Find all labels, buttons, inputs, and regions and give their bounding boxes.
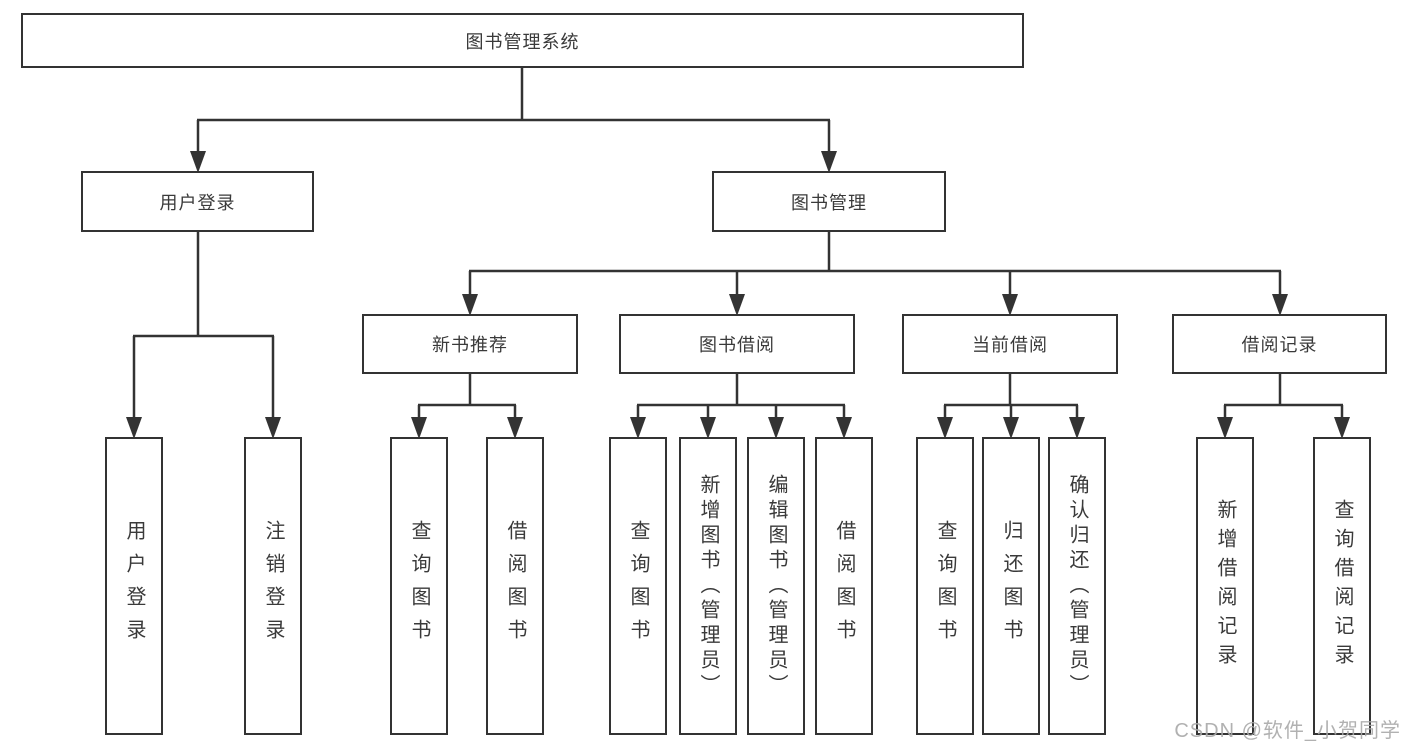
node-book-management-label: 图书管理	[791, 192, 867, 213]
leaf-recommend-borrow-books-label: 借阅图书	[504, 520, 526, 652]
leaf-borrow-query-books: 查询图书	[609, 437, 667, 735]
leaf-confirm-return-admin: 确认归还（管理员）	[1048, 437, 1106, 735]
node-user-login: 用户登录	[81, 171, 314, 232]
node-borrow-records: 借阅记录	[1172, 314, 1387, 374]
leaf-borrow-books-label: 借阅图书	[833, 520, 855, 652]
leaf-recommend-query-books-label: 查询图书	[408, 520, 430, 652]
leaf-current-query-books: 查询图书	[916, 437, 974, 735]
node-current-borrow-label: 当前借阅	[972, 335, 1048, 355]
node-current-borrow: 当前借阅	[902, 314, 1118, 374]
node-borrow-records-label: 借阅记录	[1241, 335, 1318, 355]
csdn-watermark: CSDN @软件_小贺同学	[1174, 720, 1401, 742]
leaf-borrow-books: 借阅图书	[815, 437, 873, 735]
leaf-user-login: 用户登录	[105, 437, 163, 735]
leaf-logout: 注销登录	[244, 437, 302, 735]
leaf-borrow-query-books-label: 查询图书	[627, 520, 649, 652]
node-book-borrow-label: 图书借阅	[699, 335, 775, 355]
node-new-book-recommend: 新书推荐	[362, 314, 578, 374]
leaf-edit-books-admin: 编辑图书（管理员）	[747, 437, 805, 735]
node-root-label: 图书管理系统	[465, 31, 580, 52]
leaf-query-borrow-record-label: 查询借阅记录	[1331, 499, 1353, 673]
node-book-management: 图书管理	[712, 171, 946, 232]
leaf-add-borrow-record-label: 新增借阅记录	[1214, 499, 1236, 673]
leaf-add-books-admin-label: 新增图书（管理员）	[697, 473, 719, 699]
leaf-return-books: 归还图书	[982, 437, 1040, 735]
leaf-current-query-books-label: 查询图书	[934, 520, 956, 652]
node-user-login-label: 用户登录	[159, 192, 236, 213]
leaf-query-borrow-record: 查询借阅记录	[1313, 437, 1371, 735]
leaf-return-books-label: 归还图书	[1000, 520, 1022, 652]
leaf-confirm-return-admin-label: 确认归还（管理员）	[1066, 473, 1088, 699]
node-root: 图书管理系统	[21, 13, 1024, 68]
node-new-book-recommend-label: 新书推荐	[432, 335, 508, 355]
node-book-borrow: 图书借阅	[619, 314, 855, 374]
leaf-edit-books-admin-label: 编辑图书（管理员）	[765, 473, 787, 699]
leaf-recommend-query-books: 查询图书	[390, 437, 448, 735]
leaf-user-login-label: 用户登录	[123, 520, 145, 652]
leaf-add-books-admin: 新增图书（管理员）	[679, 437, 737, 735]
leaf-recommend-borrow-books: 借阅图书	[486, 437, 544, 735]
leaf-logout-label: 注销登录	[262, 520, 284, 652]
leaf-add-borrow-record: 新增借阅记录	[1196, 437, 1254, 735]
